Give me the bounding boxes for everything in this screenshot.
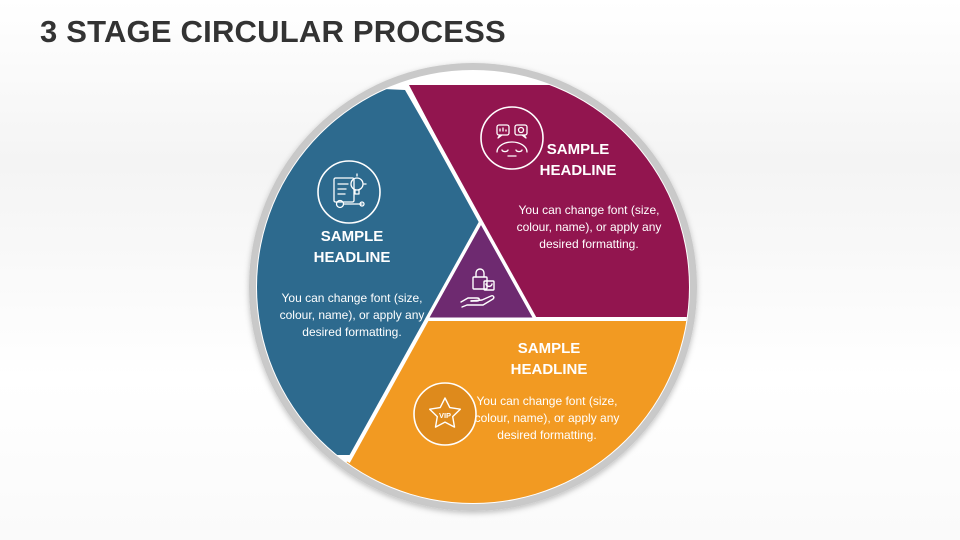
vip-star-badge-icon: VIP: [413, 382, 477, 446]
idea-document-gear-icon: [317, 160, 381, 224]
stage-3-body: You can change font (size, colour, name)…: [474, 394, 620, 442]
shopping-bag-hand-icon: [460, 268, 495, 308]
thinking-face-chat-icon: [480, 106, 544, 170]
stage-1-body: You can change font (size, colour, name)…: [279, 291, 425, 339]
stage-1-headline: SAMPLE HEADLINE: [313, 228, 391, 266]
slide-title: 3 STAGE CIRCULAR PROCESS: [40, 14, 506, 49]
stage-3-headline: SAMPLE HEADLINE: [510, 340, 588, 378]
stage-2-headline: SAMPLE HEADLINE: [539, 141, 617, 179]
center-triangle: [424, 218, 538, 321]
svg-text:VIP: VIP: [439, 411, 451, 420]
stage-2-body: You can change font (size, colour, name)…: [516, 203, 662, 251]
